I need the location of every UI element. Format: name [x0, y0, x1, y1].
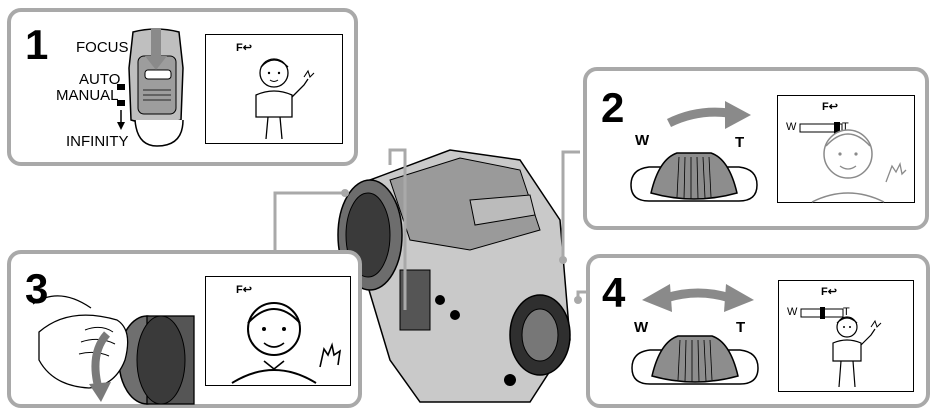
viewfinder-screen-4: F↩ W T — [778, 280, 914, 392]
manual-focus-icon: F↩ — [236, 43, 252, 54]
manual-label: MANUAL — [56, 88, 119, 103]
manual-focus-icon-2: F↩ — [822, 102, 838, 113]
step-1-number: 1 — [25, 24, 48, 66]
person-figure-1 — [246, 55, 316, 140]
step-4-number: 4 — [602, 272, 625, 314]
step-2-number: 2 — [601, 87, 624, 129]
zoom-w-label-2: W — [635, 133, 649, 148]
zoom-t-label-2: T — [735, 135, 744, 150]
viewfinder-screen-1: F↩ — [205, 34, 343, 144]
zoom-w-indicator-4: W — [787, 307, 797, 318]
person-figure-4 — [819, 313, 899, 389]
zoom-arrow-both — [642, 280, 754, 314]
manual-focus-icon-4: F↩ — [821, 287, 837, 298]
viewfinder-screen-2: F↩ W T — [777, 95, 915, 203]
person-figure-3 — [226, 297, 346, 383]
zoom-lever-2 — [629, 149, 759, 209]
manual-focus-icon-3: F↩ — [236, 285, 252, 296]
zoom-arrow-tele — [667, 101, 752, 131]
viewfinder-screen-3: F↩ — [205, 276, 351, 386]
focus-switch-illustration — [111, 28, 201, 148]
zoom-lever-4 — [630, 332, 760, 392]
zoom-w-indicator-2: W — [786, 122, 796, 133]
step-4-panel: 4 W T F↩ W T — [586, 254, 930, 408]
step-2-panel: 2 W T F↩ W T — [583, 67, 929, 230]
step-3-panel: 3 F↩ — [7, 250, 362, 408]
step-1-panel: 1 FOCUS AUTO MANUAL INFINITY F↩ — [7, 8, 358, 166]
focus-ring-hand-illustration — [29, 290, 194, 408]
person-figure-2 — [808, 126, 908, 202]
